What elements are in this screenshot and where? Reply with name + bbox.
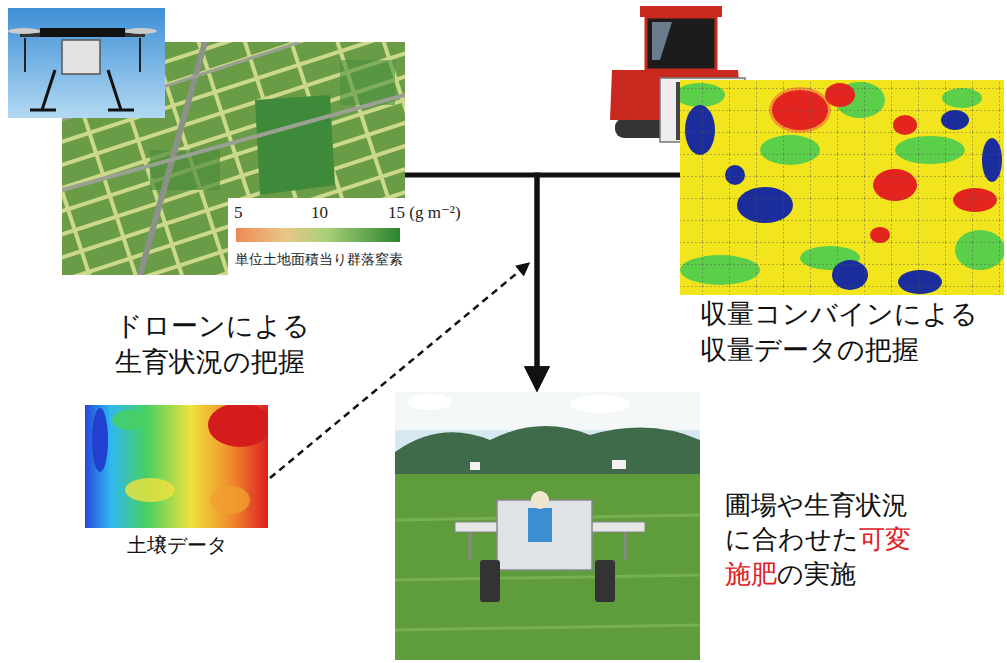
field-photo-part <box>531 491 549 509</box>
field-photo-part <box>624 532 627 560</box>
soil-map-part <box>208 405 268 447</box>
caption: 圃場や生育状況 に合わせた可変 施肥の実施 <box>725 488 917 591</box>
scale-label: 単位土地面積当り群落窒素 <box>235 251 403 268</box>
field-photo-part <box>595 560 615 602</box>
color-scale-part <box>236 228 400 242</box>
drone-photo-part <box>139 38 141 72</box>
yield-map-part <box>680 80 1004 295</box>
scale-label: 5 <box>234 203 243 223</box>
caption-text: 収量コンバインによる 収量データの把握 <box>700 298 978 365</box>
scale-label: 15 (g m⁻²) <box>388 203 461 223</box>
drone-photo-part <box>108 109 134 112</box>
field-photo-part <box>497 500 592 570</box>
color-scale <box>228 198 478 282</box>
combine-photo-part <box>652 22 672 60</box>
dashed-arrow <box>270 264 528 478</box>
field-photo-part <box>570 395 630 413</box>
field-photo-part <box>470 462 480 470</box>
field-photo-part <box>395 575 700 580</box>
drone-photo-part <box>8 28 40 34</box>
image-panel: ドローンによる 生育状況の把握 <box>62 42 405 392</box>
image-panel: 収量コンバインによる 収量データの把握 <box>680 80 1005 371</box>
soil-map-part <box>210 486 250 514</box>
drone-photo-part <box>24 38 26 72</box>
image-panel: 圃場や生育状況 に合わせた可変 施肥の実施 <box>395 392 935 660</box>
combine-photo-part <box>640 6 722 17</box>
combine-photo-part <box>676 82 680 140</box>
field-photo-part <box>395 625 700 630</box>
drone-photo-part <box>125 28 157 34</box>
color-scale-part <box>228 198 478 282</box>
yield-map-part <box>680 80 1004 295</box>
drone-photo-part <box>108 70 121 110</box>
aerial-image-part <box>255 95 335 195</box>
drone-photo-part <box>40 28 125 37</box>
field-photo-part <box>480 560 500 602</box>
field-photo-part <box>395 474 700 660</box>
flow-arrow <box>537 175 680 387</box>
field-photo-part <box>408 394 452 410</box>
drone-photo-part <box>62 40 100 74</box>
image-panel: 土壌データ <box>85 405 268 565</box>
combine-photo-part <box>646 17 716 70</box>
aerial-image-part <box>62 95 405 190</box>
soil-map-part <box>92 408 108 472</box>
soil-map-part <box>112 410 148 430</box>
drone-photo <box>8 8 165 118</box>
caption-text: の実施 <box>777 559 856 589</box>
field-photo-part <box>528 508 552 542</box>
field-photo-part <box>612 460 626 469</box>
soil-map-part <box>125 478 175 502</box>
field-photo <box>395 392 700 660</box>
caption: 土壌データ <box>85 532 268 558</box>
caption: 収量コンバインによる 収量データの把握 <box>700 296 981 367</box>
field-photo-part <box>395 392 700 660</box>
field-photo-part <box>469 532 472 560</box>
drone-photo-part <box>8 8 165 118</box>
caption-text: ドローンによる 生育状況の把握 <box>115 310 310 377</box>
field-photo-part <box>395 426 700 478</box>
caption-text: 土壌データ <box>127 533 227 557</box>
caption: ドローンによる 生育状況の把握 <box>115 308 315 379</box>
soil-map <box>85 405 268 528</box>
yield-map <box>680 80 1004 295</box>
drone-photo-part <box>30 109 56 112</box>
drone-photo-part <box>42 70 55 110</box>
scale-label: 10 <box>311 203 328 223</box>
